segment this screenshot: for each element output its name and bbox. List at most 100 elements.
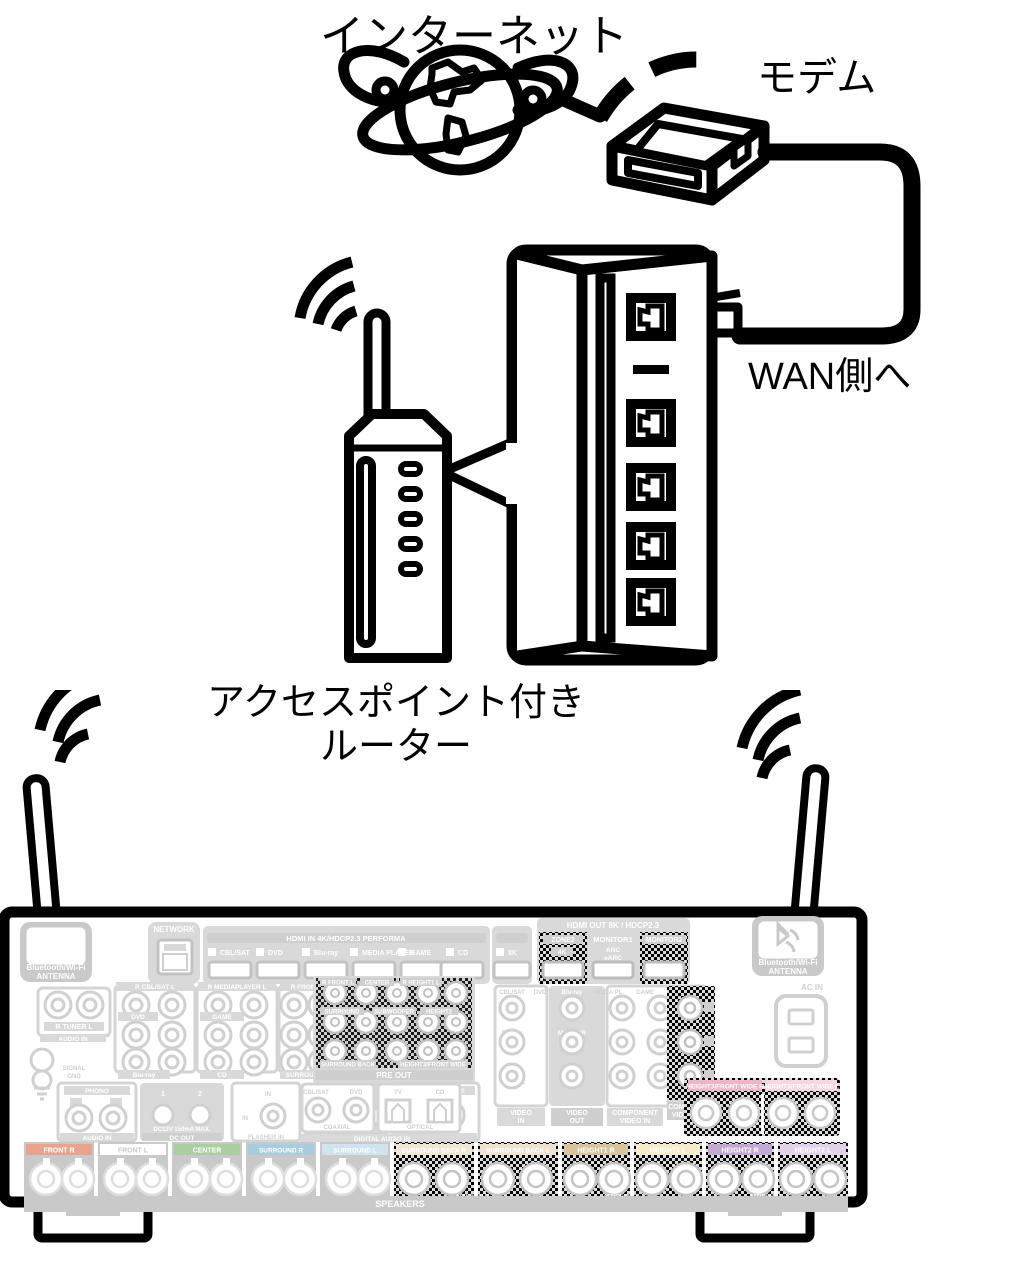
svg-text:DC12V 150mA MAX.: DC12V 150mA MAX. [153, 1127, 210, 1133]
digital-audio-in-group: CBL/SAT DVD COAXIAL TV CD OPTICAL DIGITA… [300, 1082, 464, 1143]
label-wan-side: WAN側へ [748, 356, 912, 398]
hdmi-in-group: HDMI IN 4K/HDCP2.3 PERFORMA CBL/SAT DVD … [203, 926, 490, 984]
svg-text:SURROUND BK: SURROUND BK [286, 1072, 335, 1079]
receiver-feet-shadow [66, 1209, 782, 1216]
svg-text:CD: CD [217, 1072, 227, 1079]
label-internet: インターネット [320, 12, 628, 61]
svg-text:PHONO: PHONO [85, 1088, 109, 1095]
svg-text:CENTER: CENTER [193, 1148, 222, 1155]
svg-text:HEIGHT3/FRONT WIDE L: HEIGHT3/FRONT WIDE L [763, 1084, 840, 1091]
router-ports [626, 293, 676, 626]
svg-text:SURROUND R: SURROUND R [259, 1148, 303, 1155]
svg-text:AUDIO IN: AUDIO IN [58, 1036, 88, 1043]
svg-text:OUT: OUT [570, 1118, 586, 1125]
svg-text:ANTENNA: ANTENNA [36, 972, 75, 981]
svg-text:MONITOR2: MONITOR2 [646, 937, 683, 944]
svg-text:VIDEO IN: VIDEO IN [620, 1118, 651, 1125]
antenna-base-right: Bluetooth/Wi-Fi ANTENNA [752, 916, 824, 976]
svg-text:CD: CD [436, 1090, 445, 1096]
svg-text:CBL/SAT: CBL/SAT [220, 950, 251, 957]
callout-pointer [438, 437, 514, 510]
svg-text:Blu-ray: Blu-ray [314, 950, 338, 957]
svg-text:4K: 4K [558, 949, 567, 956]
dc-out-1[interactable] [151, 1103, 175, 1127]
speaker-binding-posts-light[interactable] [28, 1161, 392, 1197]
hdmi-out-monitor1[interactable] [591, 960, 635, 980]
hdmi-8k-port[interactable] [492, 960, 532, 980]
hdmi-in-8k-group: 8K [492, 926, 532, 984]
svg-text:Blu-ray: Blu-ray [133, 1072, 156, 1079]
svg-text:TV: TV [394, 1090, 402, 1096]
svg-text:HEIGHT3/FRONT WIDE R: HEIGHT3/FRONT WIDE R [686, 1084, 764, 1091]
modem-icon [606, 102, 770, 206]
svg-text:PRE OUT: PRE OUT [376, 1071, 412, 1080]
svg-text:COAXIAL: COAXIAL [324, 1125, 351, 1131]
ac-in-group: AC IN [774, 983, 828, 1068]
pre-out-group: R FRONT L CENTER R HEIGHT1 L SURROUND SU… [313, 976, 475, 1084]
svg-text:Blu-ray: Blu-ray [562, 990, 583, 996]
svg-text:DC OUT: DC OUT [170, 1135, 195, 1142]
label-router: アクセスポイント付き ルーター [186, 682, 606, 769]
svg-text:HEIGHT1 R: HEIGHT1 R [577, 1148, 614, 1155]
svg-text:FRONT L: FRONT L [118, 1148, 149, 1155]
svg-text:HEIGHT2: HEIGHT2 [426, 1010, 453, 1016]
label-router-line1: アクセスポイント付き [206, 682, 586, 724]
svg-text:AC IN: AC IN [801, 983, 823, 992]
svg-text:R TUNER L: R TUNER L [55, 1024, 93, 1031]
svg-text:ARC: ARC [606, 947, 620, 954]
globe-node-right [519, 85, 547, 113]
antenna-base-left: Bluetooth/Wi-Fi ANTENNA [20, 922, 92, 982]
globe-continents-icon [426, 58, 486, 156]
svg-text:ANTENNA: ANTENNA [768, 967, 807, 976]
speaker-terminal-bank: FRONT R FRONT L CENTER SURROUND R SURROU… [24, 1142, 848, 1212]
router-port-divider [633, 365, 669, 374]
internet-link-arc [593, 51, 720, 123]
svg-text:AUDIO IN: AUDIO IN [82, 1135, 112, 1142]
globe-node-left [371, 76, 399, 104]
svg-text:FRONT R: FRONT R [43, 1148, 74, 1155]
svg-text:SURROUND BACK L: SURROUND BACK L [486, 1148, 550, 1155]
av-receiver-rear-panel: Bluetooth/Wi-Fi ANTENNA Bluetooth/Wi-Fi … [0, 690, 868, 1243]
svg-text:DVD: DVD [534, 990, 547, 996]
ac-inlet[interactable] [774, 994, 828, 1068]
svg-text:IN: IN [265, 1091, 272, 1098]
speakers-label: SPEAKERS [375, 1199, 425, 1209]
svg-text:HDMI OUT 8K / HDCP2.3: HDMI OUT 8K / HDCP2.3 [567, 921, 660, 930]
svg-text:Bluetooth/Wi-Fi: Bluetooth/Wi-Fi [758, 958, 817, 967]
receiver-wifi-waves-left [34, 690, 102, 764]
svg-text:CENTER: CENTER [365, 981, 390, 987]
svg-text:MONITOR1: MONITOR1 [593, 935, 632, 944]
hdmi-in-ports[interactable] [207, 960, 485, 980]
svg-text:MEDIA PLAYER: MEDIA PLAYER [362, 950, 414, 957]
svg-text:R FRONT L: R FRONT L [322, 981, 354, 987]
svg-text:eARC: eARC [604, 955, 622, 962]
svg-text:CBL/SAT: CBL/SAT [499, 990, 525, 996]
hdmi-out-group: HDMI OUT 8K / HDCP2.3 ZONE2 4K MONITOR1 … [537, 918, 690, 984]
label-router-line2: ルーター [319, 725, 472, 768]
svg-text:R CBL/SAT L: R CBL/SAT L [135, 984, 175, 991]
svg-text:MEDIA PL: MEDIA PL [594, 990, 623, 996]
svg-text:IN: IN [242, 1116, 248, 1122]
svg-text:R HEIGHT1 L: R HEIGHT1 L [402, 981, 440, 987]
signal-gnd-group: SIGNAL GND [29, 1047, 86, 1101]
svg-text:2: 2 [198, 1091, 202, 1098]
svg-text:SURROUND BACK: SURROUND BACK [321, 1063, 375, 1069]
wifi-waves-icon [294, 256, 358, 333]
svg-text:HEIGHT2 R: HEIGHT2 R [721, 1148, 758, 1155]
svg-text:1: 1 [161, 1091, 165, 1098]
label-modem: モデム [757, 56, 877, 100]
svg-text:HEIGHT3/FRONT WIDE: HEIGHT3/FRONT WIDE [400, 1063, 466, 1069]
svg-text:GAME: GAME [212, 1014, 232, 1021]
svg-text:CBL/SAT: CBL/SAT [303, 1090, 329, 1096]
svg-text:VIDEO: VIDEO [510, 1110, 532, 1117]
svg-text:GAME: GAME [410, 950, 431, 957]
height3-terminal-group: HEIGHT3/FRONT WIDE R HEIGHT3/FRONT WIDE … [684, 1078, 840, 1136]
svg-text:FLASHER IN: FLASHER IN [248, 1135, 284, 1141]
svg-text:R FRONT L: R FRONT L [291, 984, 326, 991]
dc-out-2[interactable] [188, 1103, 212, 1127]
network-port-group: NETWORK [148, 922, 200, 984]
svg-text:SURROUND BACK R: SURROUND BACK R [402, 1148, 467, 1155]
svg-text:ZONE2: ZONE2 [551, 937, 574, 944]
ethernet-cable [731, 143, 921, 345]
speaker-binding-posts-dark[interactable] [396, 1161, 848, 1197]
